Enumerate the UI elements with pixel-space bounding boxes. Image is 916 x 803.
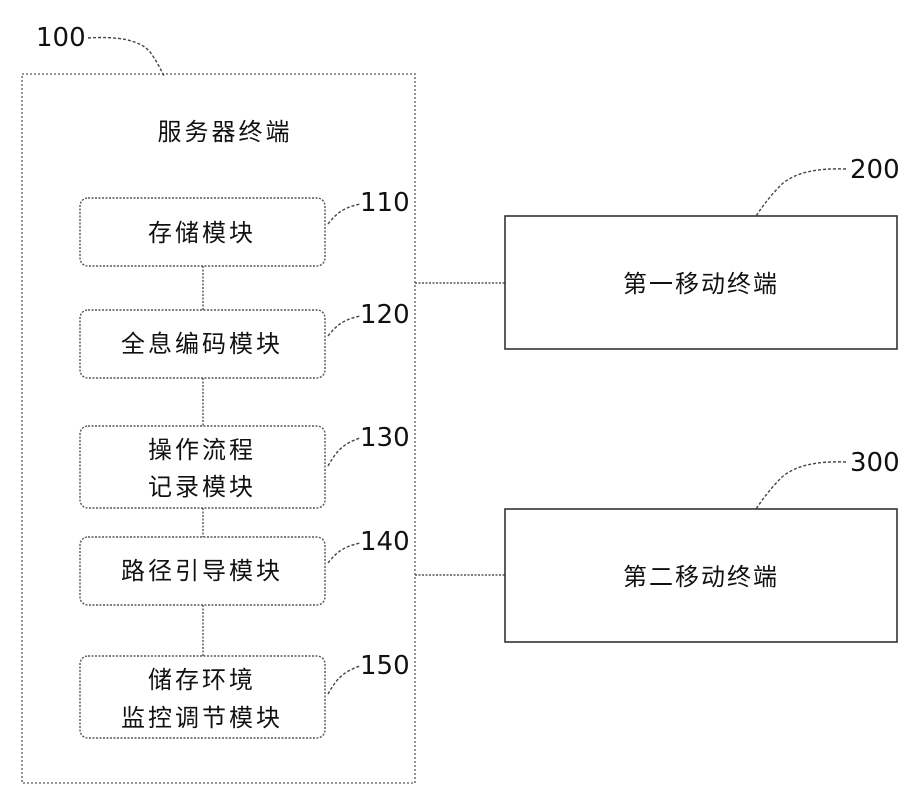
- module-storage-environment: 储存环境 监控调节模块 150: [80, 651, 410, 738]
- module-storage-label: 存储模块: [148, 219, 256, 247]
- server-terminal-title: 服务器终端: [158, 118, 293, 146]
- module-storage-ref: 110: [360, 188, 410, 218]
- second-mobile-terminal-ref: 300: [850, 448, 900, 478]
- server-ref-label: 100: [36, 23, 86, 53]
- first-mobile-terminal-leader: [756, 169, 846, 216]
- second-mobile-terminal-label: 第二移动终端: [623, 563, 779, 591]
- first-mobile-terminal: 第一移动终端 200: [505, 155, 900, 349]
- module-storage-environment-label-line1: 储存环境: [148, 666, 256, 694]
- module-operation-record-label-line2: 记录模块: [148, 473, 256, 501]
- module-operation-record-leader: [328, 438, 360, 466]
- first-mobile-terminal-label: 第一移动终端: [623, 270, 779, 298]
- module-path-guide: 路径引导模块 140: [80, 527, 410, 605]
- server-ref-leader: [88, 38, 164, 76]
- module-storage-environment-label-line2: 监控调节模块: [121, 704, 283, 732]
- module-path-guide-label: 路径引导模块: [121, 557, 283, 585]
- module-holographic-encoding-ref: 120: [360, 300, 410, 330]
- module-path-guide-ref: 140: [360, 527, 410, 557]
- module-storage: 存储模块 110: [80, 188, 410, 266]
- module-path-guide-leader: [328, 543, 360, 563]
- module-operation-record: 操作流程 记录模块 130: [80, 423, 410, 508]
- module-storage-environment-leader: [328, 666, 360, 694]
- second-mobile-terminal: 第二移动终端 300: [505, 448, 900, 642]
- module-operation-record-ref: 130: [360, 423, 410, 453]
- second-mobile-terminal-leader: [756, 462, 846, 509]
- module-holographic-encoding-label: 全息编码模块: [121, 330, 283, 358]
- module-storage-leader: [328, 204, 360, 224]
- terminal-connectors: [415, 283, 505, 575]
- module-holographic-encoding-leader: [328, 316, 360, 336]
- module-operation-record-label-line1: 操作流程: [148, 436, 256, 464]
- module-holographic-encoding: 全息编码模块 120: [80, 300, 410, 378]
- module-storage-environment-ref: 150: [360, 651, 410, 681]
- first-mobile-terminal-ref: 200: [850, 155, 900, 185]
